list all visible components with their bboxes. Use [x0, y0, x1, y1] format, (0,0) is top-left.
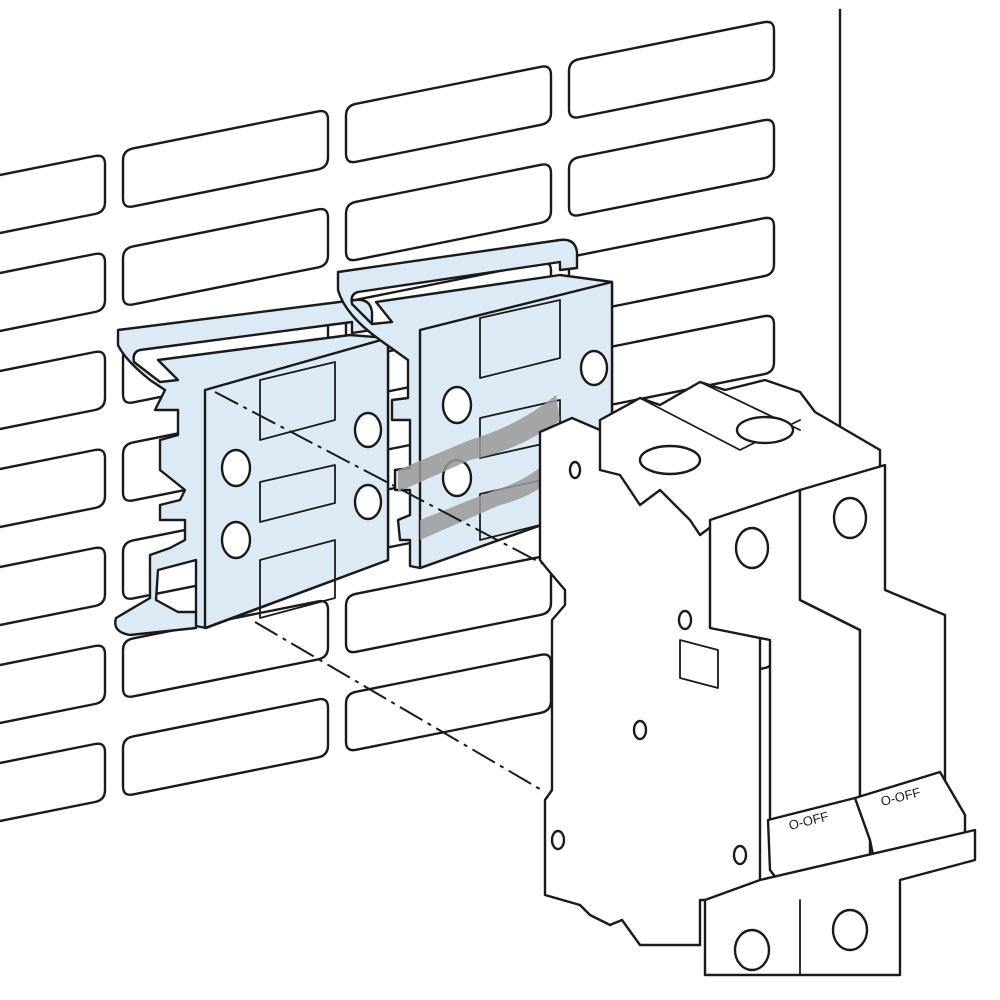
side-label-plate — [679, 639, 719, 689]
bracket-right-window — [479, 299, 561, 379]
plate-slot — [0, 350, 107, 431]
plate-slot — [0, 448, 107, 529]
bracket-hole — [579, 349, 609, 387]
breaker-lower-base — [703, 828, 977, 977]
lower-screw-hole — [733, 928, 771, 972]
bracket-hole — [220, 520, 252, 560]
plate-slot — [344, 163, 553, 262]
alignment-guide-line — [254, 621, 546, 793]
plate-slot — [0, 154, 107, 235]
plate-slot — [344, 555, 553, 654]
plate-slot — [0, 742, 107, 823]
plate-slot — [121, 599, 330, 698]
mounting-bracket-left — [114, 298, 390, 637]
bracket-hole — [353, 483, 383, 521]
plate-slot — [121, 697, 330, 796]
plate-slot — [567, 118, 776, 217]
front-screw-hole — [832, 496, 868, 540]
bracket-left-window — [259, 361, 336, 441]
plate-slot — [121, 109, 330, 208]
alignment-guides — [214, 391, 546, 793]
side-hole — [550, 829, 566, 851]
bracket-left-window — [259, 464, 336, 523]
lower-screw-hole — [831, 908, 869, 952]
bracket-hole — [441, 385, 473, 425]
terminal-screw-hole — [638, 444, 702, 476]
front-screw-hole — [734, 526, 770, 570]
plate-slot — [344, 65, 553, 164]
bracket-hole — [220, 448, 252, 488]
side-hole — [632, 719, 648, 741]
plate-slot — [0, 252, 107, 333]
side-hole — [677, 609, 693, 631]
bracket-left-window — [259, 539, 336, 619]
bracket-hole — [353, 411, 383, 449]
circuit-breaker: O-OFF O-OFF — [538, 378, 977, 977]
side-hole — [568, 460, 582, 480]
plate-slot — [121, 207, 330, 306]
alignment-guide-line — [214, 391, 546, 566]
plate-slot — [567, 20, 776, 119]
plate-slot — [0, 546, 107, 627]
terminal-screw-hole — [735, 415, 795, 445]
plate-slot — [344, 653, 553, 752]
bracket-left-plate — [203, 336, 390, 630]
side-hole — [732, 844, 748, 866]
plate-slot — [0, 644, 107, 725]
